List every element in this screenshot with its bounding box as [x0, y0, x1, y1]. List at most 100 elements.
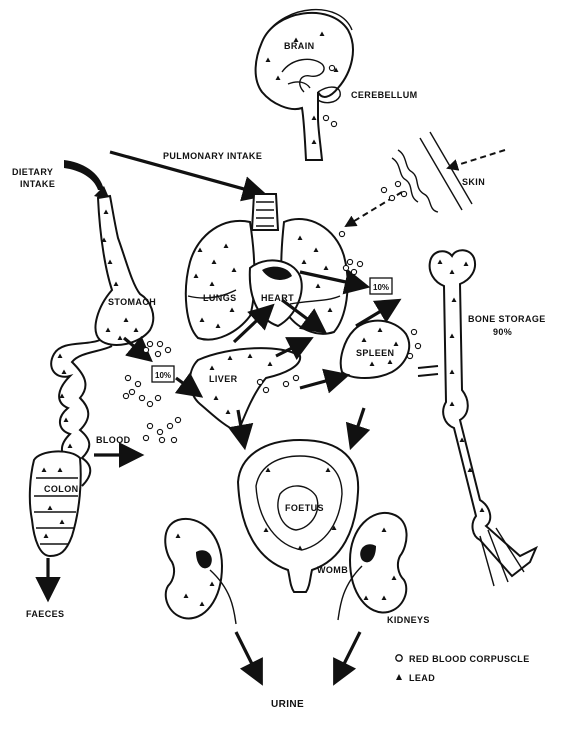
- lead-marker: [47, 505, 53, 510]
- lead-marker: [451, 297, 457, 302]
- heart-to-spleen-arrow: [281, 298, 328, 334]
- red-blood-corpuscle-marker: [128, 388, 136, 396]
- red-blood-corpuscle-marker: [170, 436, 178, 444]
- kidneys-label: KIDNEYS: [387, 615, 430, 625]
- red-blood-corpuscle-marker: [282, 380, 290, 388]
- lead-marker: [101, 237, 107, 242]
- lead-marker: [319, 31, 325, 36]
- lead-marker: [363, 595, 369, 600]
- box-right-text: 10%: [373, 283, 389, 292]
- lead-marker: [199, 601, 205, 606]
- kidney-left-to-urine-arrow: [234, 631, 263, 686]
- lead-marker: [61, 369, 67, 374]
- red-blood-corpuscle-marker: [174, 416, 182, 424]
- lead-marker: [57, 467, 63, 472]
- heart-to-bone-arrow: [299, 269, 371, 295]
- lead-marker: [231, 267, 237, 272]
- lead-marker: [225, 409, 231, 414]
- lead-marker: [209, 365, 215, 370]
- lead-marker: [229, 307, 235, 312]
- liver-to-heart-arrow: [232, 303, 275, 344]
- red-blood-corpuscle-marker: [138, 394, 146, 402]
- box-left-percentage: [151, 365, 175, 383]
- red-blood-corpuscle-marker: [154, 394, 162, 402]
- spleen-to-bone-arrow: [355, 298, 402, 328]
- lead-marker: [381, 595, 387, 600]
- lead-marker: [393, 341, 399, 346]
- lead-marker: [213, 395, 219, 400]
- brain-illustration: [254, 9, 354, 161]
- lead-marker: [301, 259, 307, 264]
- dietary-intake-label-line2: INTAKE: [20, 179, 55, 189]
- red-blood-corpuscle-marker: [350, 268, 358, 276]
- red-blood-corpuscle-marker: [122, 392, 130, 400]
- lead-marker: [331, 525, 337, 530]
- box-to-liver-arrow: [174, 372, 204, 398]
- lead-marker: [209, 581, 215, 586]
- lead-marker: [307, 315, 313, 320]
- red-blood-corpuscle-marker: [410, 328, 418, 336]
- exchange-arrow-bottom: [417, 373, 439, 377]
- lead-marker: [369, 361, 375, 366]
- womb-label: WOMB: [317, 565, 348, 575]
- lead-marker: [463, 261, 469, 266]
- red-blood-corpuscle-marker: [414, 342, 422, 350]
- lead-marker: [437, 259, 443, 264]
- red-blood-corpuscle-marker: [342, 264, 350, 272]
- red-blood-corpuscle-legend-icon: [395, 654, 403, 662]
- red-blood-corpuscle-marker: [256, 378, 264, 386]
- red-blood-corpuscle-marker: [146, 422, 154, 430]
- red-blood-corpuscle-marker: [134, 380, 142, 388]
- red-blood-corpuscle-marker: [142, 434, 150, 442]
- red-blood-corpuscle-marker: [156, 340, 164, 348]
- red-blood-corpuscle-marker: [156, 428, 164, 436]
- red-blood-corpuscle-marker: [328, 64, 336, 72]
- lungs-heart-illustration: [184, 193, 349, 341]
- dietary-intake-label-line1: DIETARY: [12, 167, 53, 177]
- lead-marker: [117, 335, 123, 340]
- lead-marker: [59, 393, 65, 398]
- red-blood-corpuscle-marker: [346, 258, 354, 266]
- lead-marker: [275, 75, 281, 80]
- lead-marker: [123, 317, 129, 322]
- lead-marker: [67, 443, 73, 448]
- red-blood-corpuscle-marker: [338, 230, 346, 238]
- exchange-arrow-top: [417, 365, 439, 369]
- digestive-tract-illustration: [28, 194, 155, 558]
- lead-marker: [459, 437, 465, 442]
- lead-marker: [183, 593, 189, 598]
- stomach-label: STOMACH: [108, 297, 156, 307]
- lead-marker: [313, 247, 319, 252]
- lead-legend-icon: [396, 674, 402, 680]
- lead-marker: [247, 353, 253, 358]
- lead-marker: [105, 327, 111, 332]
- womb-illustration: [236, 438, 360, 593]
- red-blood-corpuscle-marker: [400, 190, 408, 198]
- lead-marker: [315, 283, 321, 288]
- lead-marker: [103, 209, 109, 214]
- liver-to-lungs-arrow: [275, 337, 314, 361]
- red-blood-corpuscle-marker: [164, 346, 172, 354]
- bone-storage-illustration: [428, 249, 538, 587]
- dietary-intake-arrow: [64, 160, 104, 190]
- faeces-label: FAECES: [26, 609, 64, 619]
- particle-markers: [41, 31, 485, 606]
- lead-marker: [57, 353, 63, 358]
- lead-marker: [449, 333, 455, 338]
- lead-marker: [327, 307, 333, 312]
- lead-marker: [223, 243, 229, 248]
- lead-marker: [267, 361, 273, 366]
- liver-label: LIVER: [209, 374, 238, 384]
- lead-marker: [197, 247, 203, 252]
- skin-illustration: [391, 131, 473, 213]
- lead-marker: [449, 369, 455, 374]
- lead-marker: [449, 401, 455, 406]
- red-blood-corpuscle-marker: [388, 194, 396, 202]
- red-blood-corpuscle-marker: [394, 180, 402, 188]
- urine-label: URINE: [271, 699, 304, 710]
- red-blood-corpuscle-marker: [154, 350, 162, 358]
- lead-marker: [113, 281, 119, 286]
- spleen-to-womb-arrow: [345, 407, 371, 451]
